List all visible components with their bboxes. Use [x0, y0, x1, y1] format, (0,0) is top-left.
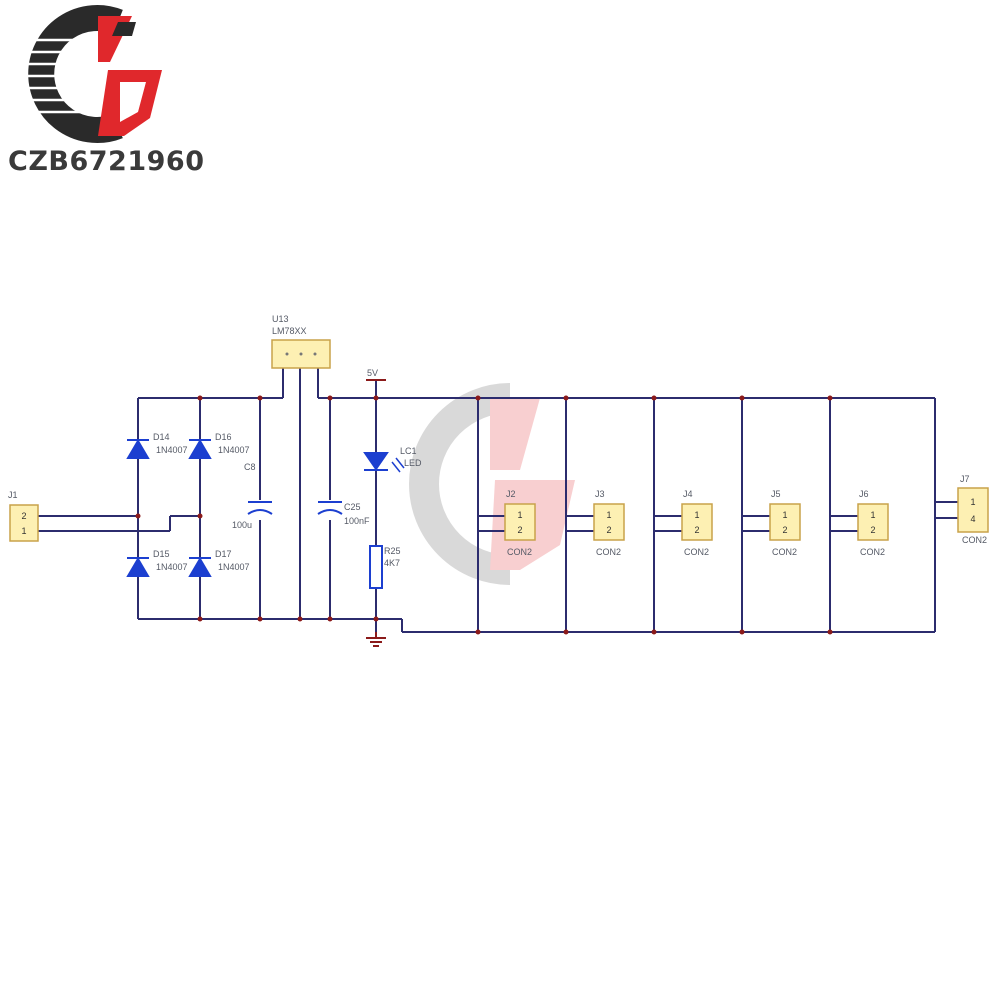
j3-pin-1: 1 [606, 510, 611, 520]
regulator-u13: U13 LM78XX [271, 314, 331, 369]
j4-ref: J4 [683, 489, 693, 499]
output-connector-j5: J5 1 2 CON2 [769, 489, 801, 557]
d16-value: 1N4007 [218, 445, 250, 455]
diode-d14: D14 1N4007 [126, 432, 188, 459]
resistor-r25: R25 4K7 [369, 545, 401, 589]
capacitor-c8: C8 100u [232, 462, 280, 530]
output-connector-j2: J2 1 2 CON2 [504, 489, 536, 557]
r25-ref: R25 [384, 546, 401, 556]
capacitor-c25: C25 100nF [310, 500, 370, 526]
power-symbol-5v: 5V [366, 368, 386, 381]
junction-dots [135, 395, 833, 635]
ground-symbol [366, 632, 386, 647]
j2-pin-1: 1 [517, 510, 522, 520]
j7-pin-4: 4 [970, 514, 975, 524]
j6-pin-1: 1 [870, 510, 875, 520]
d15-ref: D15 [153, 549, 170, 559]
j5-value: CON2 [772, 547, 797, 557]
j3-pin-2: 2 [606, 525, 611, 535]
j5-ref: J5 [771, 489, 781, 499]
j1-ref: J1 [8, 490, 18, 500]
j7-ref: J7 [960, 474, 970, 484]
c8-value: 100u [232, 520, 252, 530]
led-ref: LC1 [400, 446, 417, 456]
j4-value: CON2 [684, 547, 709, 557]
output-connector-j3: J3 1 2 CON2 [593, 489, 625, 557]
d16-ref: D16 [215, 432, 232, 442]
diode-d17: D17 1N4007 [188, 549, 250, 577]
j2-value: CON2 [507, 547, 532, 557]
output-connector-j6: J6 1 2 CON2 [857, 489, 889, 557]
watermark-logo [409, 383, 575, 585]
end-connector-j7: J7 1 4 CON2 [957, 474, 989, 545]
j1-pin-2: 2 [21, 511, 26, 521]
j6-ref: J6 [859, 489, 869, 499]
j6-value: CON2 [860, 547, 885, 557]
d17-value: 1N4007 [218, 562, 250, 572]
j4-pin-2: 2 [694, 525, 699, 535]
d14-ref: D14 [153, 432, 170, 442]
input-connector-j1: J1 2 1 [8, 490, 39, 542]
diode-d15: D15 1N4007 [126, 549, 188, 577]
d15-value: 1N4007 [156, 562, 188, 572]
j6-pin-2: 2 [870, 525, 875, 535]
d14-value: 1N4007 [156, 445, 188, 455]
u13-ref: U13 [272, 314, 289, 324]
diode-d16: D16 1N4007 [188, 432, 250, 459]
c25-value: 100nF [344, 516, 370, 526]
j7-pin-1: 1 [970, 497, 975, 507]
j7-value: CON2 [962, 535, 987, 545]
c25-ref: C25 [344, 502, 361, 512]
j2-pin-2: 2 [517, 525, 522, 535]
j5-pin-1: 1 [782, 510, 787, 520]
j3-ref: J3 [595, 489, 605, 499]
u13-value: LM78XX [272, 326, 307, 336]
brand-text: CZB6721960 [8, 146, 205, 177]
j2-ref: J2 [506, 489, 516, 499]
j4-pin-1: 1 [694, 510, 699, 520]
j5-pin-2: 2 [782, 525, 787, 535]
d17-ref: D17 [215, 549, 232, 559]
output-connector-j4: J4 1 2 CON2 [681, 489, 713, 557]
led-lc1: LC1 LED [363, 446, 422, 473]
led-value: LED [404, 458, 422, 468]
j3-value: CON2 [596, 547, 621, 557]
r25-value: 4K7 [384, 558, 400, 568]
c8-ref: C8 [244, 462, 256, 472]
brand-logo [24, 5, 162, 143]
j1-pin-1: 1 [21, 526, 26, 536]
power-label: 5V [367, 368, 378, 378]
